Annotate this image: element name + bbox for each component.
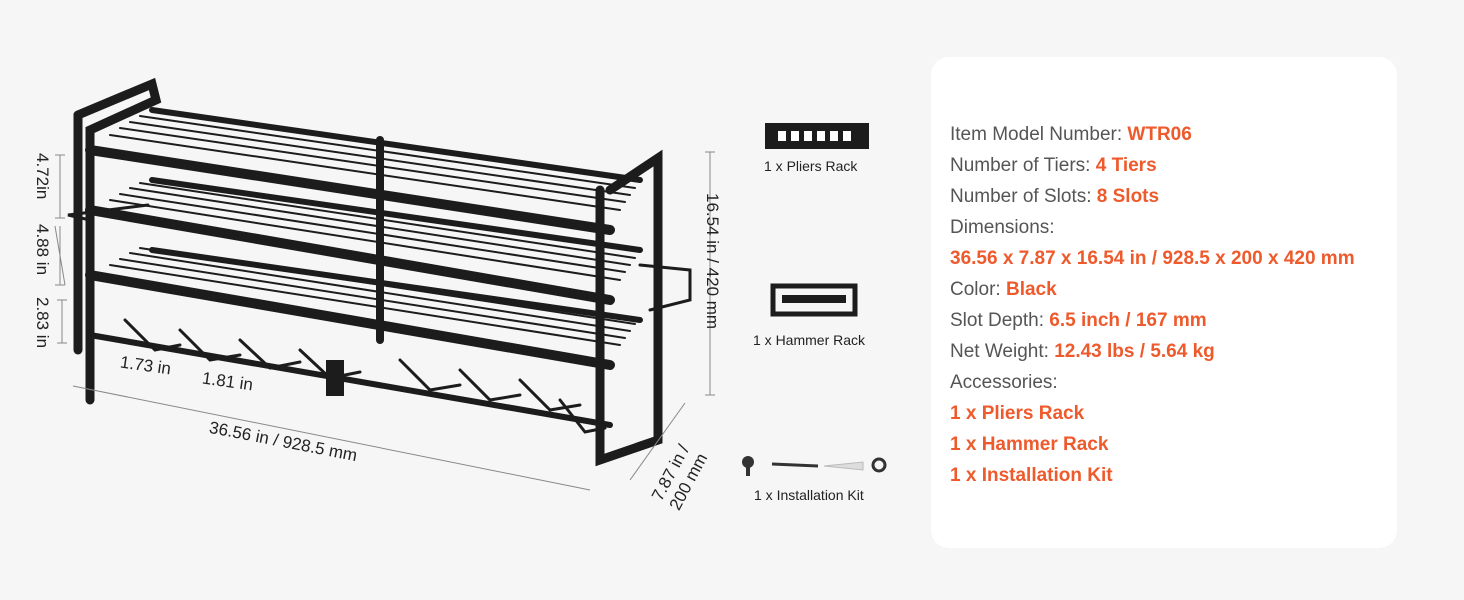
spec-dimensions-value: 36.56 x 7.87 x 16.54 in / 928.5 x 200 x … — [950, 248, 1355, 269]
spec-accessory-item: 1 x Hammer Rack — [950, 434, 1109, 455]
hammer-rack-caption: 1 x Hammer Rack — [753, 332, 866, 348]
spec-slot-depth: Slot Depth: 6.5 inch / 167 mm — [950, 310, 1207, 331]
spec-panel: Item Model Number: WTR06 Number of Tiers… — [931, 57, 1397, 548]
spec-model: Item Model Number: WTR06 — [950, 124, 1192, 145]
spec-accessories-label: Accessories: — [950, 372, 1058, 393]
installation-kit-caption: 1 x Installation Kit — [754, 487, 864, 503]
hammer-rack-icon — [770, 283, 858, 317]
pliers-rack-caption: 1 x Pliers Rack — [764, 158, 858, 174]
spec-accessory-item: 1 x Installation Kit — [950, 465, 1113, 486]
tier3-height-label: 2.83 in — [33, 297, 52, 349]
pliers-rack-icon — [765, 123, 869, 149]
tier2-height-label: 4.88 in — [33, 224, 52, 276]
spec-color: Color: Black — [950, 279, 1057, 300]
spec-net-weight: Net Weight: 12.43 lbs / 5.64 kg — [950, 341, 1215, 362]
spec-accessory-item: 1 x Pliers Rack — [950, 403, 1085, 424]
spec-tiers: Number of Tiers: 4 Tiers — [950, 155, 1157, 176]
height-label: 16.54 in / 420 mm — [703, 193, 722, 330]
spec-slots: Number of Slots: 8 Slots — [950, 186, 1160, 207]
spec-dimensions-label: Dimensions: — [950, 217, 1055, 238]
tool-rack-illustration — [54, 77, 715, 491]
installation-kit-icon — [742, 456, 887, 476]
tier1-height-label: 4.72in — [33, 153, 52, 200]
spec-list: Item Model Number: WTR06 Number of Tiers… — [950, 119, 1355, 491]
